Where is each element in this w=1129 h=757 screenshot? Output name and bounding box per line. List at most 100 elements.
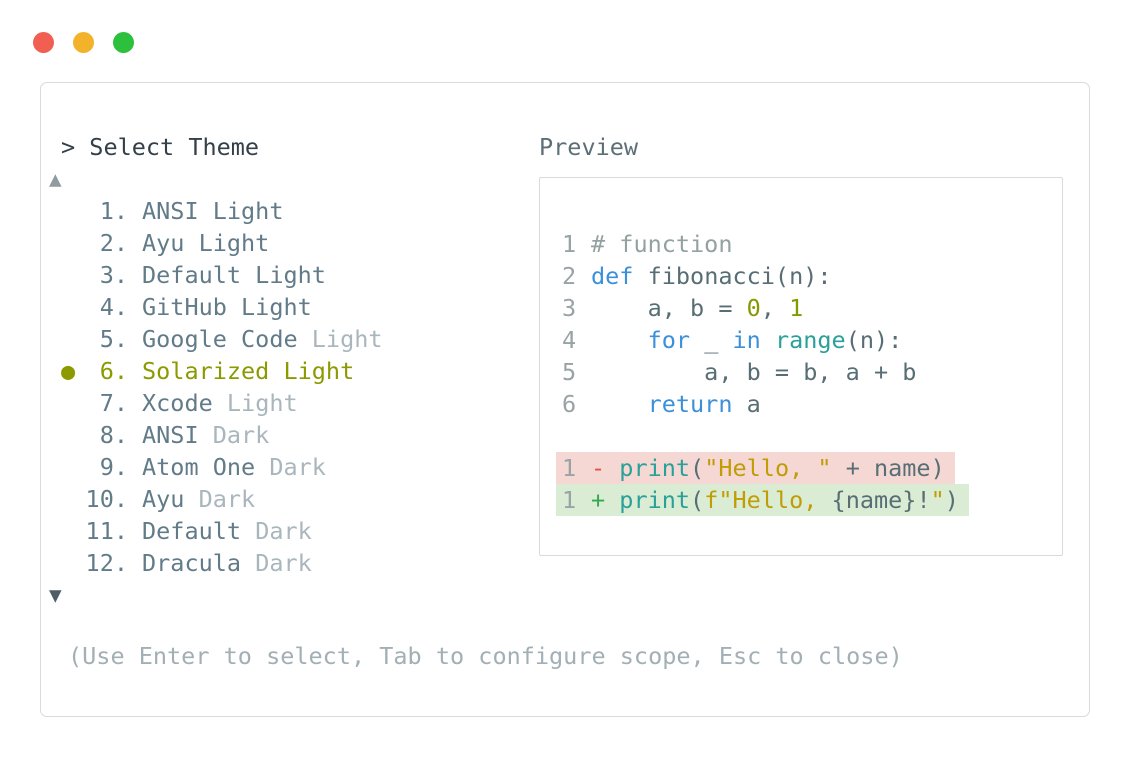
code-token: + name) <box>831 454 945 482</box>
theme-list-item[interactable]: 4.GitHub Light <box>61 291 539 323</box>
theme-name: ANSI <box>142 421 199 449</box>
code-line: 4 for _ in range(n): <box>562 324 902 356</box>
theme-number: 5. <box>99 325 128 353</box>
code-token <box>761 324 775 356</box>
bullet-placeholder <box>61 195 85 227</box>
diff-removed-line: 1- print("Hello, " + name) <box>556 452 955 484</box>
theme-list-item[interactable]: 11.Default Dark <box>61 515 539 547</box>
spacer <box>128 355 142 387</box>
minimize-button[interactable] <box>73 32 94 53</box>
code-token: (n): <box>845 326 903 354</box>
code-token: # function <box>591 230 733 258</box>
code-line: 1 # function <box>562 228 732 260</box>
theme-number: 7. <box>99 389 128 417</box>
code-token: - <box>591 454 620 482</box>
code-token: for <box>647 326 691 354</box>
close-button[interactable] <box>33 32 54 53</box>
code-line: 2 def fibonacci(n): <box>562 260 832 292</box>
theme-number: 1. <box>99 197 128 225</box>
spacer <box>128 547 142 579</box>
code-token: fibonacci(n): <box>633 262 832 290</box>
maximize-button[interactable] <box>113 32 134 53</box>
selected-bullet-icon: ● <box>61 357 76 385</box>
theme-list-item[interactable]: ●6.Solarized Light <box>61 355 539 387</box>
code-token: ( <box>690 454 705 482</box>
spacer <box>128 483 142 515</box>
code-token: in <box>732 326 761 354</box>
theme-variant: Dark <box>241 549 312 577</box>
theme-number: 3. <box>99 261 128 289</box>
scroll-down-icon[interactable]: ▼ <box>49 583 62 607</box>
code-token: range <box>774 326 846 354</box>
code-line: 5 a, b = b, a + b <box>562 356 916 388</box>
theme-name: Xcode <box>142 389 213 417</box>
code-token: ) <box>944 486 959 514</box>
code-token: 1 <box>789 294 804 322</box>
theme-variant: Light <box>212 389 298 417</box>
theme-list-item[interactable]: 12. Dracula Dark <box>61 547 539 579</box>
code-token: print <box>619 486 691 514</box>
theme-variant: Dark <box>198 421 270 449</box>
line-number: 1 <box>562 230 577 258</box>
line-number: 2 <box>562 262 577 290</box>
theme-list-item[interactable]: 8. ANSI Dark <box>61 419 539 451</box>
bullet-placeholder <box>61 483 85 515</box>
theme-number: 12. <box>85 549 128 577</box>
theme-number: 11. <box>85 517 128 545</box>
theme-list-item[interactable]: 10. Ayu Dark <box>61 483 539 515</box>
line-number: 3 <box>562 294 577 322</box>
theme-list-item[interactable]: 1.ANSI Light <box>61 195 539 227</box>
picker-prompt: > Select Theme <box>61 133 260 161</box>
spacer <box>128 419 142 451</box>
theme-list-item[interactable]: 7. Xcode Light <box>61 387 539 419</box>
theme-name: Dracula <box>142 549 242 577</box>
theme-list-item[interactable]: 5.Google Code Light <box>61 323 539 355</box>
theme-name: Ayu Light <box>142 229 270 257</box>
theme-list-item[interactable]: 3. Default Light <box>61 259 539 291</box>
line-number: 1 <box>562 486 577 514</box>
theme-number: 2. <box>99 229 128 257</box>
code-preview: 1 # function 2 def fibonacci(n):3 a, b = 0,… <box>556 228 1062 516</box>
theme-variant: Dark <box>241 517 312 545</box>
code-token: " <box>930 486 945 514</box>
theme-variant: Dark <box>255 453 326 481</box>
bullet-placeholder <box>61 515 85 547</box>
code-token: def <box>591 262 634 290</box>
spacer <box>128 195 142 227</box>
code-token: f"Hello, <box>704 486 832 514</box>
theme-name: Ayu <box>142 485 185 513</box>
line-number: 4 <box>562 326 577 354</box>
code-line: 3 a, b = 0, 1 <box>562 292 803 324</box>
code-token <box>591 388 648 420</box>
spacer <box>128 227 142 259</box>
theme-variant: Dark <box>184 485 256 513</box>
bullet-placeholder <box>61 419 85 451</box>
keyboard-hint: (Use Enter to select, Tab to configure s… <box>68 642 903 670</box>
code-token: 0 <box>746 294 761 322</box>
theme-number: 10. <box>85 485 128 513</box>
theme-name: GitHub Light <box>142 293 312 321</box>
diff-added-line: 1+ print(f"Hello, {name}!") <box>556 484 969 516</box>
code-token: print <box>619 454 691 482</box>
theme-list-item[interactable]: 9.Atom One Dark <box>61 451 539 483</box>
code-token: a, b = <box>591 294 747 322</box>
theme-name: Default Light <box>142 261 326 289</box>
theme-list-item[interactable]: 2. Ayu Light <box>61 227 539 259</box>
spacer <box>128 323 142 355</box>
theme-number: 8. <box>99 421 128 449</box>
spacer <box>128 259 142 291</box>
bullet-placeholder <box>61 547 85 579</box>
code-token: a <box>732 390 761 418</box>
line-number: 1 <box>562 454 577 482</box>
preview-label: Preview <box>539 133 639 161</box>
theme-picker-panel: > Select Theme ▲ 1.ANSI Light 2.Ayu Ligh… <box>40 82 1090 717</box>
scroll-up-icon[interactable]: ▲ <box>49 167 62 191</box>
window-controls <box>33 32 134 53</box>
bullet-placeholder <box>61 227 85 259</box>
theme-variant: Light <box>297 325 383 353</box>
code-token: + <box>591 486 620 514</box>
code-token: _ <box>690 326 733 354</box>
spacer <box>128 451 142 483</box>
theme-name: Solarized Light <box>142 357 355 385</box>
